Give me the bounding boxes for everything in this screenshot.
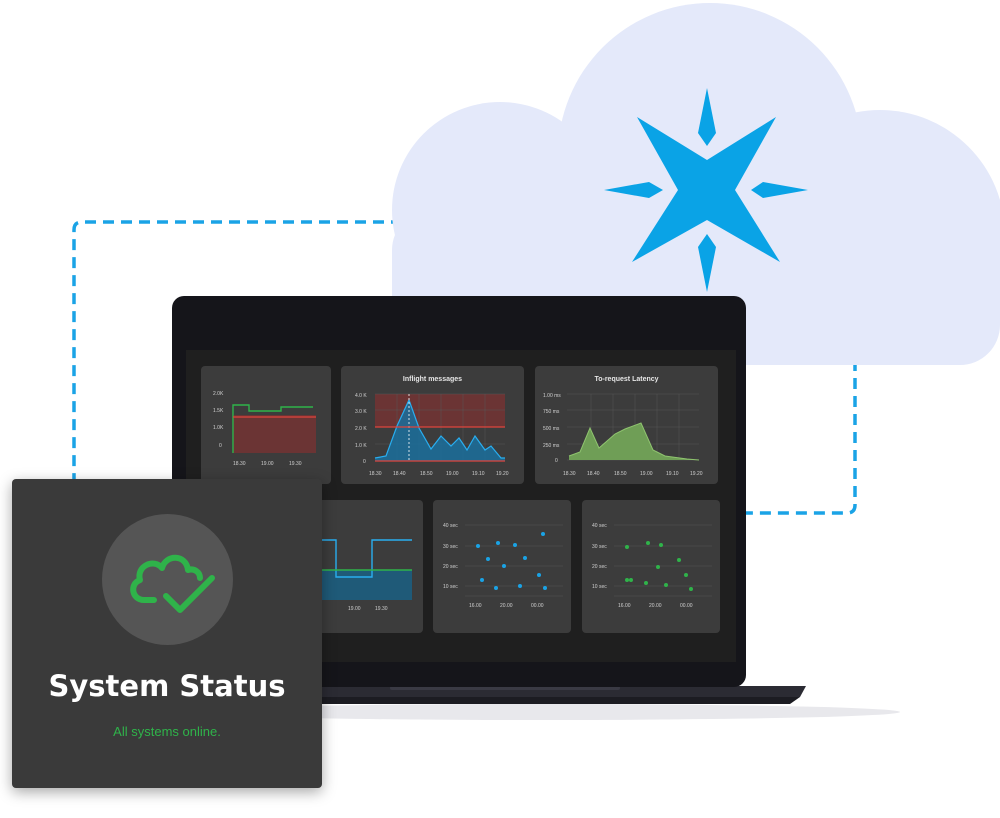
scatter-point (664, 583, 668, 587)
x-tick: 20.00 (649, 603, 662, 609)
scatter-point (537, 573, 541, 577)
cloud-shape (392, 3, 1000, 365)
inflight-area-chart: 4.0 K 3.0 K 2.0 K 1.0 K 0 18.30 18.40 18… (355, 393, 509, 477)
dashed-connector (72, 220, 857, 515)
capacity-green-line (232, 404, 313, 453)
scatter-point (659, 543, 663, 547)
scatter-point (684, 573, 688, 577)
x-tick: 19.00 (261, 461, 274, 467)
scatter-point (543, 586, 547, 590)
laptop-base (178, 686, 900, 720)
capacity-step-chart: 2.0K 1.5K 1.0K 0 18.30 19.00 19.30 (213, 391, 316, 467)
y-tick: 1.00 ms (543, 393, 561, 399)
scatter-blue-chart: 40 sec 30 sec 20 sec 10 sec 16.00 20.00 … (443, 523, 563, 609)
y-tick: 750 ms (543, 409, 560, 415)
scatter-point (513, 543, 517, 547)
y-tick: 2.0 K (355, 426, 367, 432)
status-subtitle: All systems online. (113, 724, 221, 739)
chart-panel-capacity: 2.0K 1.5K 1.0K 0 18.30 19.00 19.30 (201, 366, 331, 484)
y-tick: 0 (363, 459, 366, 465)
y-tick: 30 sec (592, 544, 607, 550)
status-icon-circle (102, 514, 233, 645)
x-tick: 18.40 (587, 471, 600, 477)
scatter-point (625, 578, 629, 582)
y-tick: 10 sec (443, 584, 458, 590)
latency-line (568, 422, 700, 461)
capacity-band (233, 415, 316, 453)
y-tick: 1.0 K (355, 443, 367, 449)
scatter-point (496, 541, 500, 545)
chart-title: To-request Latency (594, 376, 659, 383)
latency-area (569, 423, 699, 460)
inflight-line (374, 398, 505, 459)
chart-panel-inflight: Inflight messages 4.0 K 3.0 K 2.0 K 1.0 … (341, 366, 524, 484)
x-tick: 18.30 (563, 471, 576, 477)
step-band (320, 570, 412, 600)
x-tick: 18.30 (369, 471, 382, 477)
compass-star-icon (604, 88, 808, 292)
status-title: System Status (48, 669, 286, 703)
x-tick: 00.00 (531, 603, 544, 609)
x-tick: 18.50 (614, 471, 627, 477)
y-tick: 250 ms (543, 443, 560, 449)
x-tick: 16.00 (618, 603, 631, 609)
y-tick: 0 (555, 458, 558, 464)
step-chart: 19.00 19.30 (320, 539, 412, 612)
y-tick: 2.0K (213, 391, 224, 397)
scatter-point (523, 556, 527, 560)
inflight-area (375, 400, 505, 461)
y-tick: 1.5K (213, 408, 224, 414)
cloud-check-icon (130, 554, 215, 613)
scatter-point (656, 565, 660, 569)
y-tick: 40 sec (443, 523, 458, 529)
x-tick: 18.30 (233, 461, 246, 467)
y-tick: 10 sec (592, 584, 607, 590)
x-tick: 18.50 (420, 471, 433, 477)
scatter-point (480, 578, 484, 582)
x-tick: 19.00 (446, 471, 459, 477)
x-tick: 16.00 (469, 603, 482, 609)
x-tick: 19.00 (348, 606, 361, 612)
y-tick: 0 (219, 443, 222, 449)
scatter-point (494, 586, 498, 590)
scatter-point (646, 541, 650, 545)
scatter-point (502, 564, 506, 568)
y-tick: 40 sec (592, 523, 607, 529)
y-tick: 1.0K (213, 425, 224, 431)
scatter-point (689, 587, 693, 591)
x-tick: 00.00 (680, 603, 693, 609)
x-tick: 19.20 (690, 471, 703, 477)
y-tick: 30 sec (443, 544, 458, 550)
scatter-point (486, 557, 490, 561)
chart-panel-scatter-green: 40 sec 30 sec 20 sec 10 sec 16.00 20.00 … (582, 500, 720, 633)
inflight-band (375, 394, 505, 427)
scatter-point (629, 578, 633, 582)
chart-panel-scatter-blue: 40 sec 30 sec 20 sec 10 sec 16.00 20.00 … (433, 500, 571, 633)
scatter-point (677, 558, 681, 562)
chart-panel-latency: To-request Latency 1.00 ms 750 ms 500 ms… (535, 366, 718, 484)
y-tick: 20 sec (592, 564, 607, 570)
x-tick: 19.00 (640, 471, 653, 477)
scatter-point (644, 581, 648, 585)
x-tick: 19.30 (289, 461, 302, 467)
x-tick: 20.00 (500, 603, 513, 609)
x-tick: 18.40 (393, 471, 406, 477)
step-blue-line (320, 539, 412, 578)
scatter-point (625, 545, 629, 549)
scatter-green-chart: 40 sec 30 sec 20 sec 10 sec 16.00 20.00 … (592, 523, 712, 609)
x-tick: 19.20 (496, 471, 509, 477)
scatter-point (518, 584, 522, 588)
y-tick: 3.0 K (355, 409, 367, 415)
scatter-point (476, 544, 480, 548)
scatter-point (541, 532, 545, 536)
x-tick: 19.10 (666, 471, 679, 477)
y-tick: 500 ms (543, 426, 560, 432)
chart-title: Inflight messages (402, 376, 463, 383)
system-status-card: System Status All systems online. (12, 479, 322, 788)
x-tick: 19.30 (375, 606, 388, 612)
x-tick: 19.10 (472, 471, 485, 477)
latency-area-chart: 1.00 ms 750 ms 500 ms 250 ms 0 18.30 18.… (543, 393, 703, 477)
y-tick: 20 sec (443, 564, 458, 570)
y-tick: 4.0 K (355, 393, 367, 399)
